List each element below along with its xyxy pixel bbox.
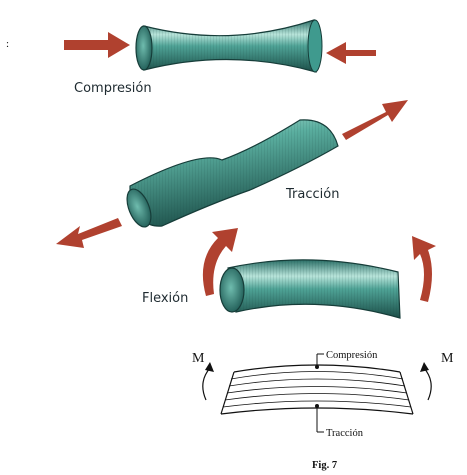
traction-arrow-upper [342, 100, 408, 140]
moment-arrow-left [203, 368, 210, 400]
beam-diagram: M M Compresión Tracción [192, 350, 454, 439]
flexion-label: Flexión [142, 291, 188, 306]
flexion-arrow-right [412, 236, 436, 302]
beam-line [225, 394, 409, 401]
moment-arrow-right [424, 368, 431, 400]
beam-traction-label: Tracción [326, 428, 364, 439]
beam-line [231, 372, 403, 380]
compression-point [315, 365, 319, 369]
moment-arrowhead-right [420, 362, 429, 372]
compression-label: Compresión [74, 81, 152, 96]
beam-neutral-line [227, 387, 407, 394]
beam-end-right [400, 372, 413, 414]
traction-group: Tracción [56, 100, 408, 248]
compression-arrow-left [64, 32, 130, 58]
traction-label: Tracción [285, 187, 339, 202]
beam-end-left [221, 372, 234, 414]
beam-compression-label: Compresión [326, 350, 378, 361]
compression-end-left [136, 26, 152, 70]
traction-point [315, 404, 319, 408]
moment-arrowhead-left [205, 362, 214, 372]
traction-arrow-lower [56, 218, 122, 248]
moment-label-right: M [441, 351, 454, 366]
margin-mark: : [6, 38, 9, 50]
flexion-end-left [220, 268, 244, 312]
flexion-group: Flexión [142, 228, 436, 318]
compression-end-right [308, 20, 322, 72]
figure-caption: Fig. 7 [312, 460, 337, 471]
moment-label-left: M [192, 351, 205, 366]
compression-group: Compresión [64, 20, 376, 96]
compression-arrow-right [326, 42, 376, 64]
beam-line [229, 379, 405, 386]
